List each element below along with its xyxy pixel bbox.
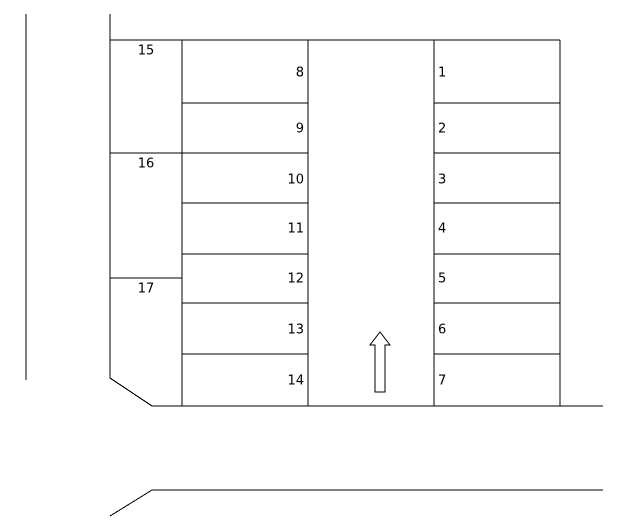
space-label: 8	[296, 66, 304, 81]
space-label: 7	[438, 374, 446, 389]
road-edge-line	[109, 489, 603, 517]
space-label: 10	[287, 173, 304, 188]
space-label: 17	[138, 282, 155, 297]
stall-dividers	[110, 102, 560, 355]
middle-column-labels: 8 9 10 11 12 13 14	[287, 66, 304, 389]
space-label: 4	[438, 222, 446, 237]
space-label: 16	[138, 157, 155, 172]
space-label: 9	[296, 122, 304, 137]
space-label: 12	[287, 272, 304, 287]
left-column-labels: 15 16 17	[138, 44, 155, 297]
space-label: 13	[287, 323, 304, 338]
space-label: 14	[287, 374, 304, 389]
space-label: 11	[287, 222, 304, 237]
space-label: 15	[138, 44, 155, 59]
space-label: 6	[438, 323, 446, 338]
space-label: 3	[438, 173, 446, 188]
space-label: 5	[438, 272, 446, 287]
right-column-labels: 1 2 3 4 5 6 7	[438, 66, 446, 389]
up-arrow-icon	[368, 331, 392, 393]
space-label: 2	[438, 122, 446, 137]
lot-outline	[109, 14, 603, 407]
space-label: 1	[438, 66, 446, 81]
